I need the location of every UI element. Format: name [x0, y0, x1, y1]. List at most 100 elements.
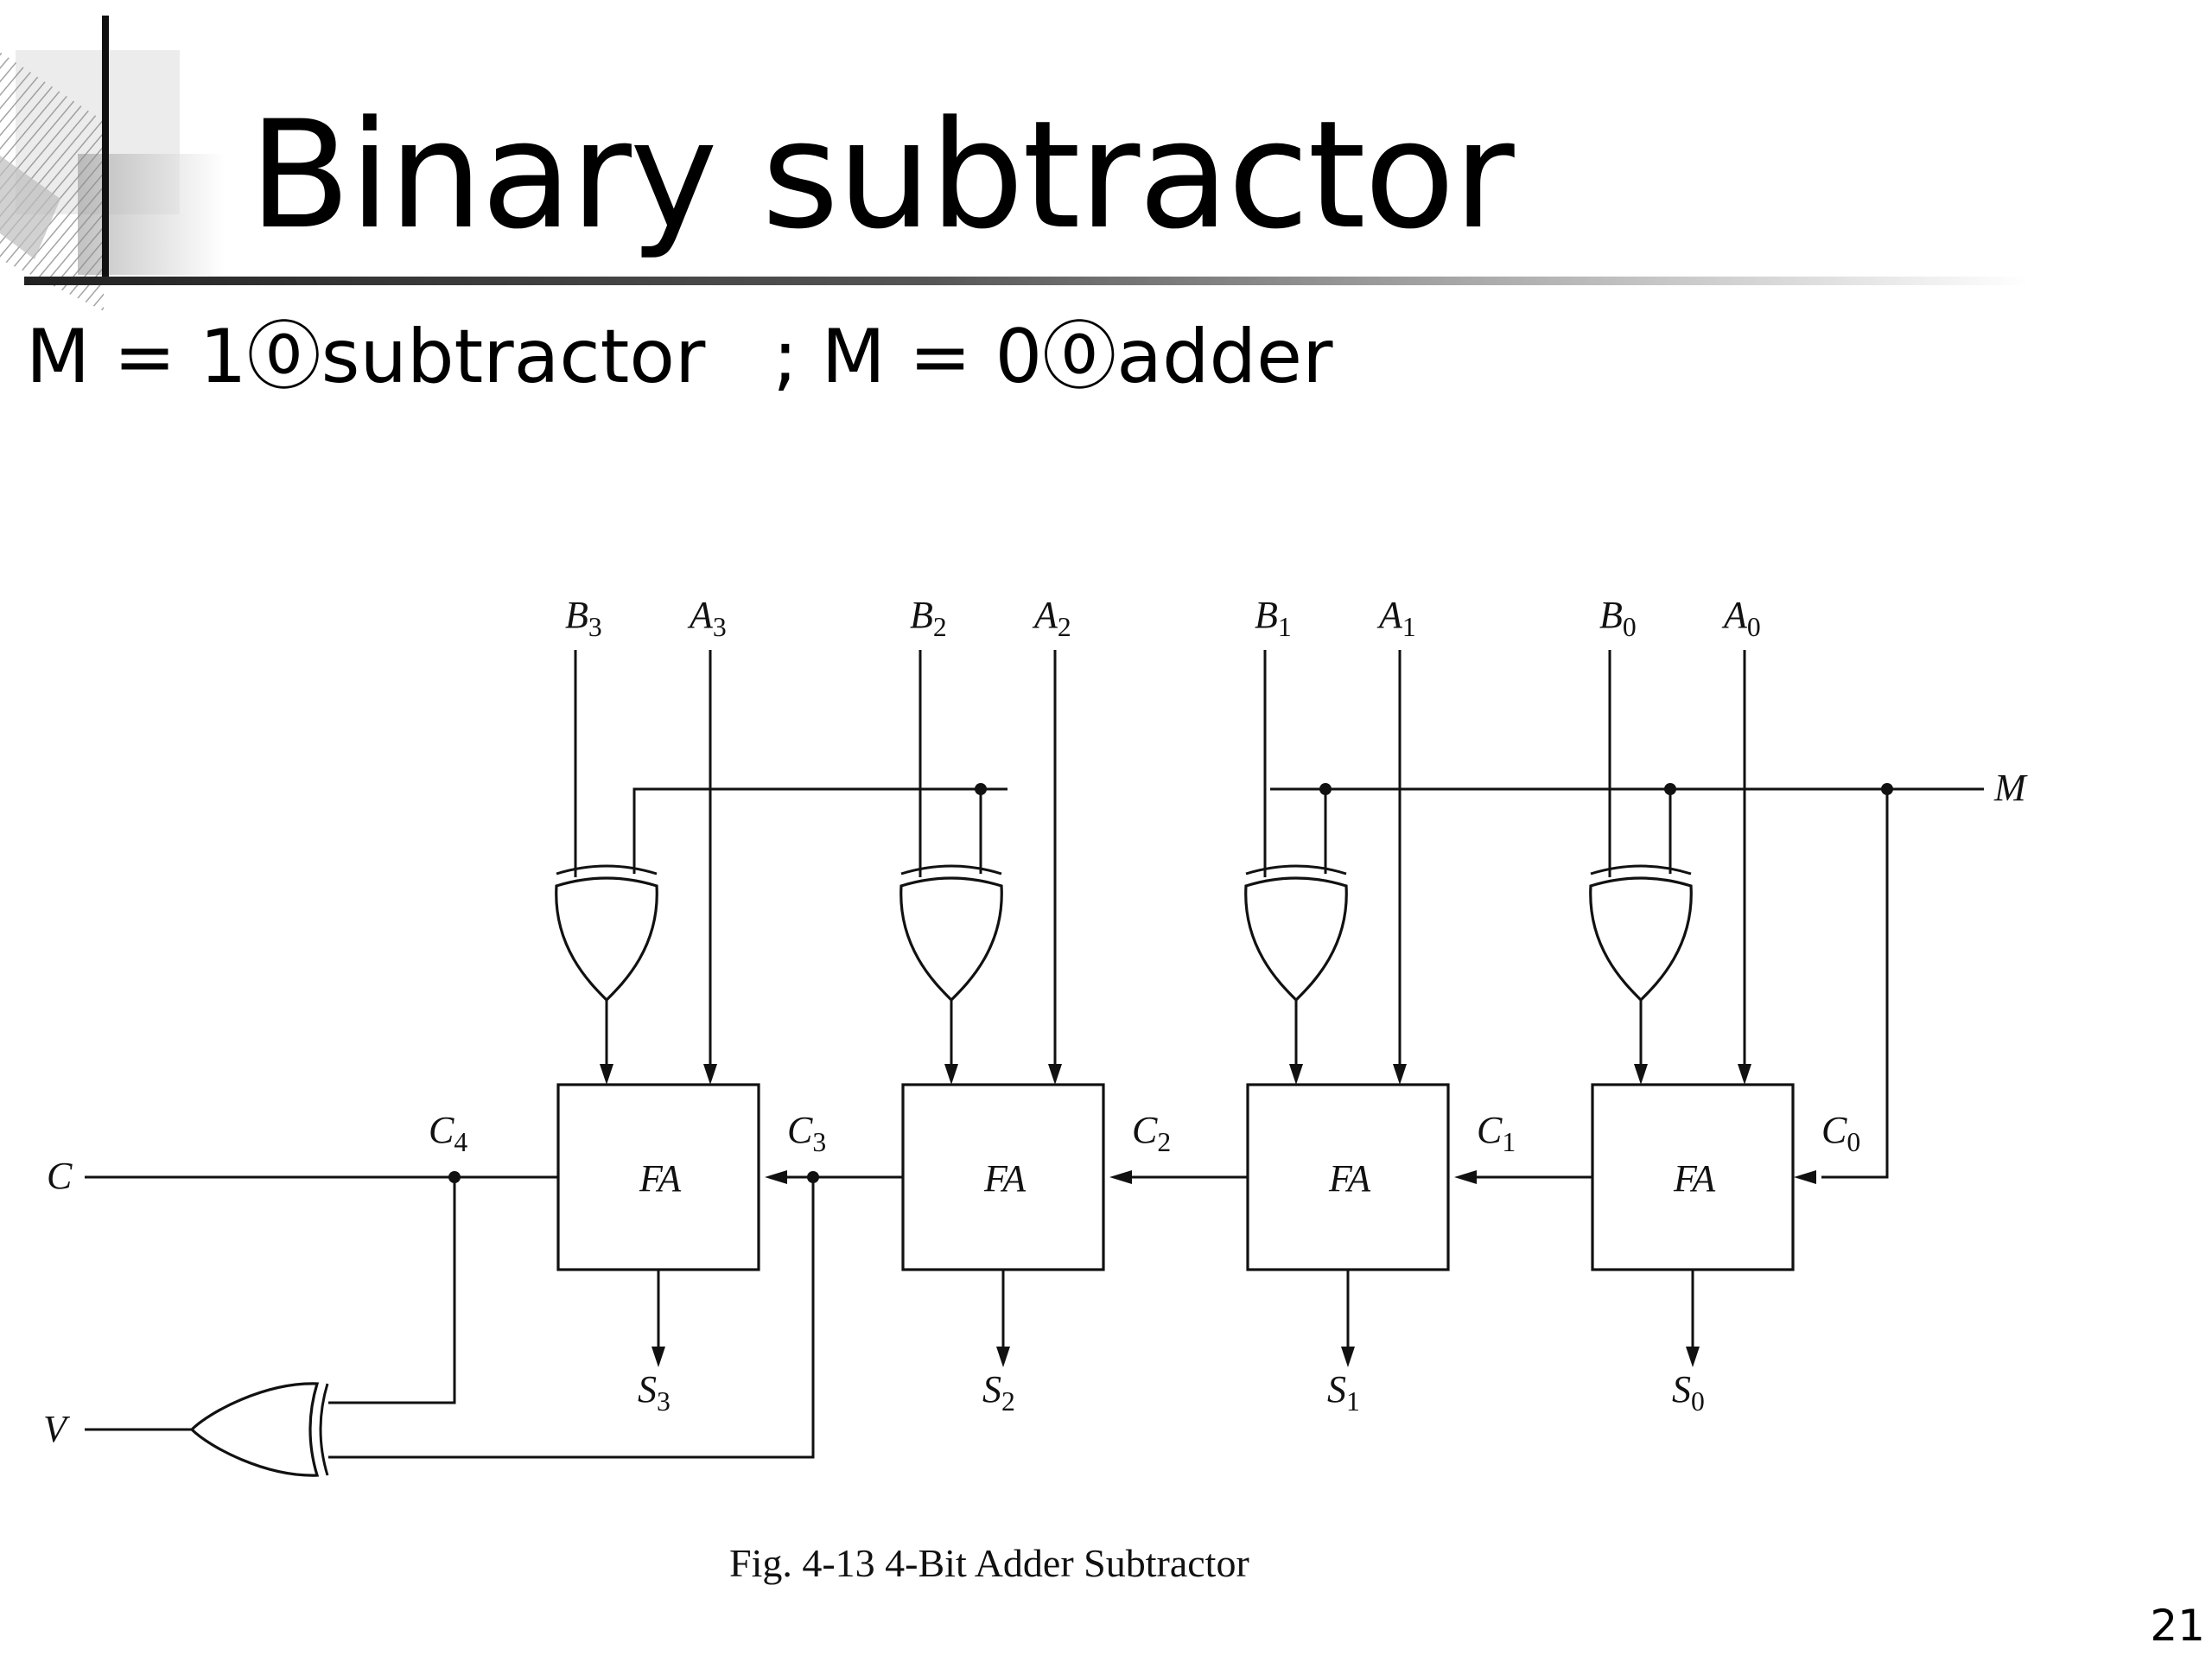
stage-0-m-wire: [632, 787, 1007, 874]
stage-0-a-label-subscript: 3: [713, 612, 727, 642]
stage-0-b-label: B3: [565, 594, 602, 642]
stage-2-sum-label: S1: [1327, 1368, 1360, 1417]
carry-out-label-letter: C: [47, 1155, 73, 1197]
stage-0-cout-label-letter: C: [429, 1109, 454, 1151]
stage-3-sum-label: S0: [1672, 1368, 1705, 1417]
stage-2-b-label-letter: B: [1255, 594, 1278, 636]
stage-2-cout-label: C2: [1132, 1109, 1171, 1157]
circuit-wires: [85, 650, 1984, 1459]
stage-1-cout-label: C3: [787, 1109, 826, 1157]
c3-to-xor-wire: [328, 1177, 815, 1459]
stage-1-xor-arrow: [944, 1064, 958, 1085]
stage-2-b-label-subscript: 1: [1278, 612, 1292, 642]
stage-3-a-label: A0: [1721, 594, 1761, 642]
stage-0-a-arrow: [703, 1064, 717, 1085]
mode-label: M: [1993, 767, 2028, 809]
stage-3-fa-label: FA: [1673, 1157, 1716, 1200]
mode-label-letter: M: [1993, 767, 2028, 809]
stage-0-sum-label-letter: S: [638, 1368, 657, 1410]
stage-0-xor-gate-xor-bar: [556, 864, 658, 876]
stage-2-a-label: A1: [1376, 594, 1416, 642]
stage-1-fa-label: FA: [983, 1157, 1027, 1200]
stage-0-fa-label: FA: [639, 1157, 682, 1200]
stage-1-m-junction: [975, 783, 987, 795]
c0-label-subscript: 0: [1847, 1127, 1860, 1157]
stage-3-xor-gate-xor-bar: [1590, 864, 1692, 876]
carry-arrow-2: [765, 1170, 787, 1184]
c0-arrow: [1794, 1170, 1816, 1184]
stage-0-b-label-letter: B: [565, 594, 588, 636]
stage-3-b-label-subscript: 0: [1623, 612, 1637, 642]
stage-1-b-label-subscript: 2: [933, 612, 947, 642]
stage-1-sum-arrow: [996, 1347, 1010, 1367]
stage-0-sum-arrow: [652, 1347, 665, 1367]
stage-3-b-label-letter: B: [1599, 594, 1623, 636]
stage-1-xor-gate-xor-bar: [900, 864, 1002, 876]
stage-0-xor-gate: [555, 876, 658, 1003]
stage-0-a-label: A3: [687, 594, 727, 642]
stage-1-sum-label-subscript: 2: [1001, 1386, 1015, 1417]
stage-2-sum-arrow: [1341, 1347, 1355, 1367]
stage-1-a-label-letter: A: [1032, 594, 1058, 636]
carry-out-label: C: [47, 1155, 73, 1197]
overflow-xor-gate-xor-bar: [319, 1383, 329, 1476]
carry-arrow-1: [1109, 1170, 1132, 1184]
stage-2-xor-gate-xor-bar: [1245, 864, 1347, 876]
stage-3-cout-label-subscript: 1: [1502, 1127, 1516, 1157]
stage-0-sum-label: S3: [638, 1368, 671, 1417]
stage-1-cout-label-subscript: 3: [812, 1127, 826, 1157]
stage-1-a-label: A2: [1032, 594, 1071, 642]
stage-2-fa-label: FA: [1328, 1157, 1371, 1200]
full-adder-blocks: FA FA FA FA: [556, 1083, 1795, 1271]
stage-3-a-arrow: [1738, 1064, 1751, 1085]
stage-0-cout-label-subscript: 4: [454, 1127, 467, 1157]
stage-3-xor-gate: [1589, 876, 1693, 1003]
c0-label: C0: [1821, 1109, 1860, 1157]
stage-3-sum-label-subscript: 0: [1691, 1386, 1705, 1417]
stage-1-sum-label-letter: S: [982, 1368, 1001, 1410]
stage-2-cout-label-letter: C: [1132, 1109, 1158, 1151]
stage-3-cout-label-letter: C: [1477, 1109, 1503, 1151]
stage-2-xor-arrow: [1289, 1064, 1303, 1085]
stage-1-sum-label: S2: [982, 1368, 1015, 1417]
stage-0-fa-block: [556, 1083, 760, 1271]
stage-0-b-label-subscript: 3: [588, 612, 602, 642]
stage-3-sum-label-letter: S: [1672, 1368, 1691, 1410]
stage-2-a-label-letter: A: [1376, 594, 1403, 636]
overflow-label-letter: V: [43, 1408, 71, 1450]
stage-3-a-label-letter: A: [1721, 594, 1748, 636]
stage-1-xor-gate: [899, 876, 1003, 1003]
c4-to-xor-wire: [328, 1177, 456, 1404]
stage-0-sum-label-subscript: 3: [657, 1386, 671, 1417]
stage-1-fa-block: [901, 1083, 1105, 1271]
stage-3-sum-arrow: [1686, 1347, 1700, 1367]
subtractor-mode-text: M = 1⓪subtractor: [26, 314, 706, 400]
overflow-label: V: [43, 1408, 71, 1450]
stage-3-cout-label: C1: [1477, 1109, 1516, 1157]
carry-arrow-0: [1454, 1170, 1477, 1184]
stage-2-a-label-subscript: 1: [1402, 612, 1416, 642]
stage-1-b-label-letter: B: [910, 594, 933, 636]
stage-3-fa-block: [1591, 1083, 1795, 1271]
stage-0-cout-label: C4: [429, 1109, 467, 1157]
stage-0-a-label-letter: A: [687, 594, 714, 636]
c0-label-letter: C: [1821, 1109, 1847, 1151]
stage-2-sum-label-subscript: 1: [1346, 1386, 1360, 1417]
stage-1-b-label: B2: [910, 594, 947, 642]
stage-3-xor-arrow: [1634, 1064, 1648, 1085]
stage-2-fa-block: [1246, 1083, 1450, 1271]
page-number: 21: [2150, 1601, 2205, 1651]
stage-1-a-arrow: [1048, 1064, 1062, 1085]
corner-decoration: [0, 16, 2029, 311]
stage-2-sum-label-letter: S: [1327, 1368, 1346, 1410]
c0-feed-wire: [1821, 789, 1889, 1179]
mode-description: M = 1⓪subtractor; M = 0⓪adder: [26, 309, 1332, 404]
stage-2-cout-label-subscript: 2: [1157, 1127, 1171, 1157]
slide-title: Binary subtractor: [249, 88, 1515, 262]
stage-1-cout-label-letter: C: [787, 1109, 813, 1151]
figure-caption: Fig. 4-13 4-Bit Adder Subtractor: [729, 1541, 1249, 1585]
stage-3-a-label-subscript: 0: [1747, 612, 1761, 642]
logic-gates: [189, 864, 1693, 1477]
